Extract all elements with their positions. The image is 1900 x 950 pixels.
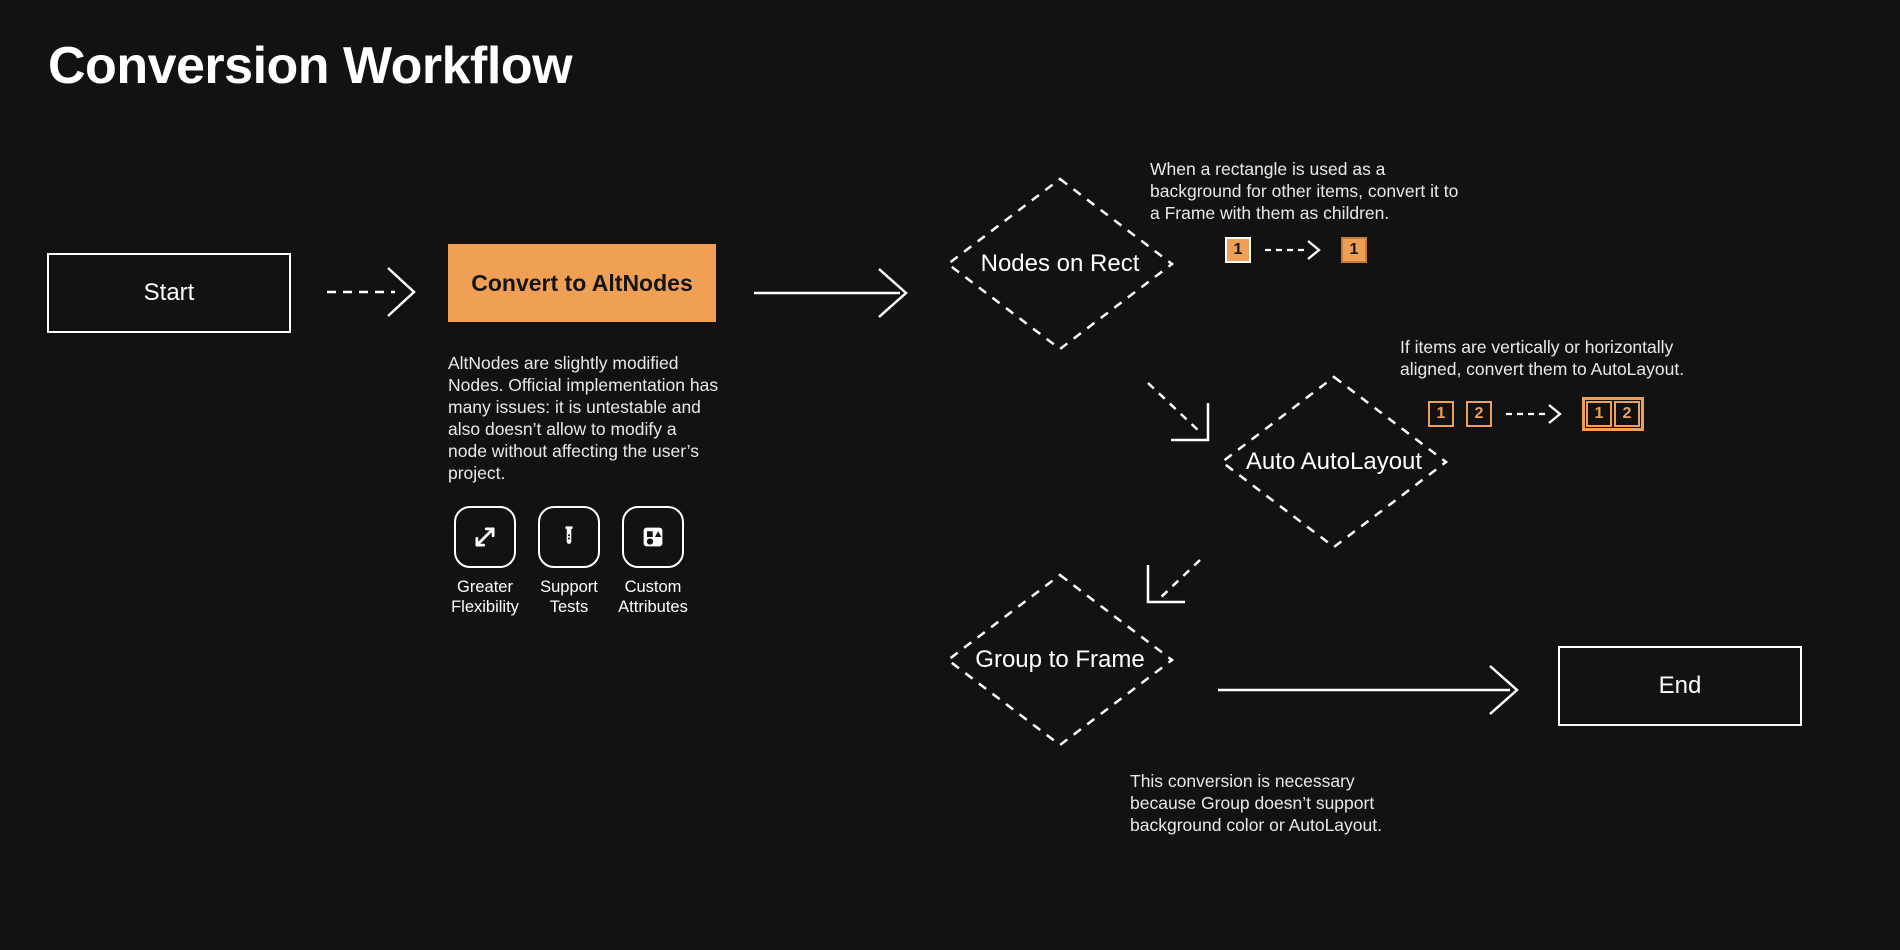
mini-dashed-arrow-icon bbox=[1506, 404, 1562, 424]
feature-label-line2: Flexibility bbox=[451, 598, 519, 616]
expand-arrows-icon bbox=[454, 506, 516, 568]
arrow-grouptoframe-to-end bbox=[1218, 665, 1519, 715]
feature-label-line1: Support bbox=[540, 578, 598, 596]
feature-custom-attributes-label: Custom Attributes bbox=[618, 577, 688, 617]
badge-after-1: 1 bbox=[1586, 401, 1612, 427]
feature-support-tests-label: Support Tests bbox=[540, 577, 598, 617]
diamond-shape bbox=[1219, 375, 1449, 549]
feature-greater-flexibility-label: Greater Flexibility bbox=[451, 577, 519, 617]
badge-before-1: 1 bbox=[1225, 237, 1251, 263]
feature-label-line1: Custom bbox=[624, 578, 682, 596]
annotation-align-badges: 1 2 1 2 bbox=[1428, 397, 1644, 431]
diamond-shape bbox=[945, 573, 1175, 747]
node-auto-autolayout-label: Auto AutoLayout bbox=[1245, 448, 1423, 475]
arrow-nodesonrect-to-autolayout bbox=[1147, 382, 1210, 442]
node-nodes-on-rect[interactable]: Nodes on Rect bbox=[944, 175, 1176, 353]
badge-after-1: 1 bbox=[1341, 237, 1367, 263]
node-auto-autolayout[interactable]: Auto AutoLayout bbox=[1218, 373, 1450, 551]
node-end-label: End bbox=[1658, 672, 1702, 699]
diamond-shape bbox=[945, 177, 1175, 351]
node-convert-to-altnodes[interactable]: Convert to AltNodes bbox=[448, 244, 716, 322]
annotation-rect-badges: 1 1 bbox=[1225, 237, 1367, 263]
feature-support-tests[interactable]: Support Tests bbox=[536, 506, 602, 617]
badge-before-2: 2 bbox=[1466, 401, 1492, 427]
feature-custom-attributes[interactable]: Custom Attributes bbox=[618, 506, 688, 617]
convert-note-text: AltNodes are slightly modified Nodes. Of… bbox=[448, 353, 719, 483]
annotation-rect-text: When a rectangle is used as a background… bbox=[1150, 159, 1459, 223]
node-end[interactable]: End bbox=[1558, 646, 1802, 726]
arrow-convert-to-nodesonrect bbox=[754, 268, 908, 318]
badge-after-2: 2 bbox=[1614, 401, 1640, 427]
page-title: Conversion Workflow bbox=[48, 37, 573, 95]
node-convert-label: Convert to AltNodes bbox=[471, 269, 693, 296]
feature-label-line2: Attributes bbox=[618, 598, 688, 616]
node-start-label: Start bbox=[143, 279, 195, 306]
node-group-to-frame[interactable]: Group to Frame bbox=[944, 571, 1176, 749]
feature-list: Greater Flexibility Support Tests bbox=[451, 506, 688, 617]
badge-autolayout-frame: 1 2 bbox=[1582, 397, 1644, 431]
node-start[interactable]: Start bbox=[47, 253, 291, 333]
shapes-icon bbox=[622, 506, 684, 568]
mini-dashed-arrow-icon bbox=[1265, 240, 1321, 260]
test-tube-icon bbox=[538, 506, 600, 568]
feature-greater-flexibility[interactable]: Greater Flexibility bbox=[451, 506, 519, 617]
arrow-start-to-convert bbox=[327, 267, 416, 317]
node-nodes-on-rect-label: Nodes on Rect bbox=[980, 250, 1140, 277]
annotation-group-text: This conversion is necessary because Gro… bbox=[1130, 771, 1382, 835]
feature-label-line2: Tests bbox=[549, 598, 589, 616]
badge-before-1: 1 bbox=[1428, 401, 1454, 427]
node-group-to-frame-label: Group to Frame bbox=[975, 646, 1145, 673]
feature-label-line1: Greater bbox=[457, 578, 513, 596]
annotation-align-text: If items are vertically or horizontally … bbox=[1400, 337, 1685, 379]
